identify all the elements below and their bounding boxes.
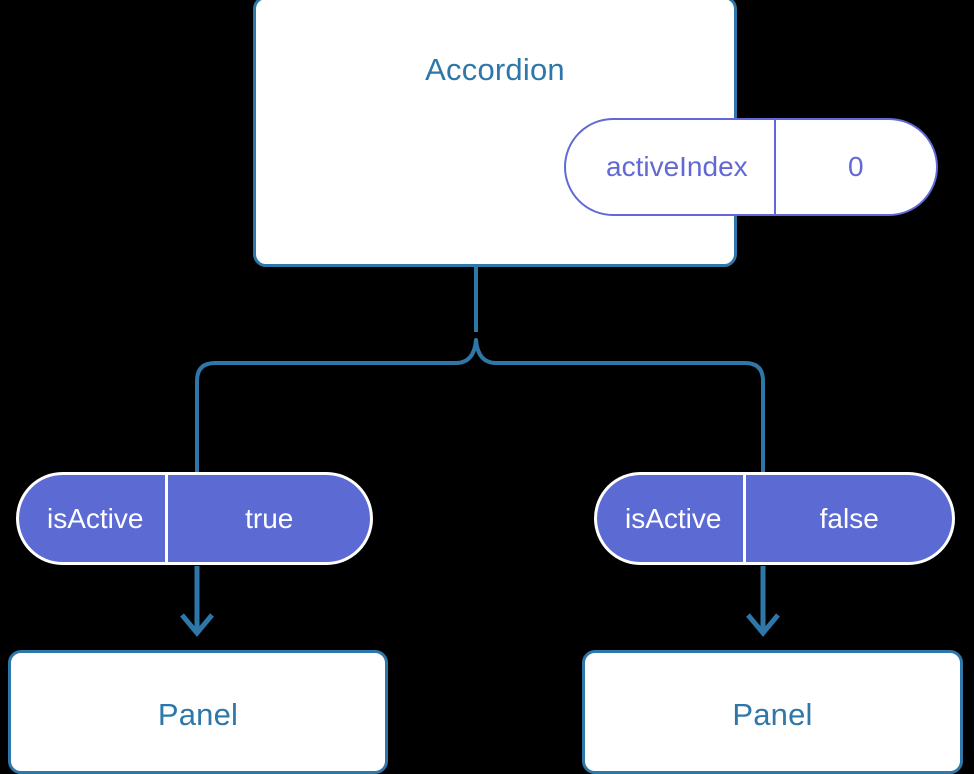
component-node-accordion[interactable]: Accordion activeIndex 0 [253, 0, 938, 267]
state-pill-is-active-false[interactable]: isActive false [594, 472, 955, 565]
component-node-panel-left[interactable]: Panel [8, 650, 388, 774]
state-pill-value: true [165, 475, 370, 562]
state-pill-value: false [743, 475, 952, 562]
state-pill-key: isActive [47, 502, 144, 534]
component-title-panel: Panel [732, 697, 813, 732]
left-arrow-head-icon [180, 613, 214, 637]
component-title-panel: Panel [157, 697, 239, 732]
state-pill-is-active-true[interactable]: isActive true [16, 472, 373, 565]
component-title-accordion: Accordion [425, 52, 565, 87]
prop-pill-active-index[interactable]: activeIndex 0 [564, 118, 938, 216]
prop-pill-key: activeIndex [606, 151, 748, 182]
state-pill-key: isActive [625, 502, 722, 534]
component-node-panel-right[interactable]: Panel [582, 650, 963, 774]
prop-pill-value: 0 [773, 120, 936, 214]
right-arrow-head-icon [746, 613, 780, 637]
branch-bracket-connector [195, 338, 765, 474]
